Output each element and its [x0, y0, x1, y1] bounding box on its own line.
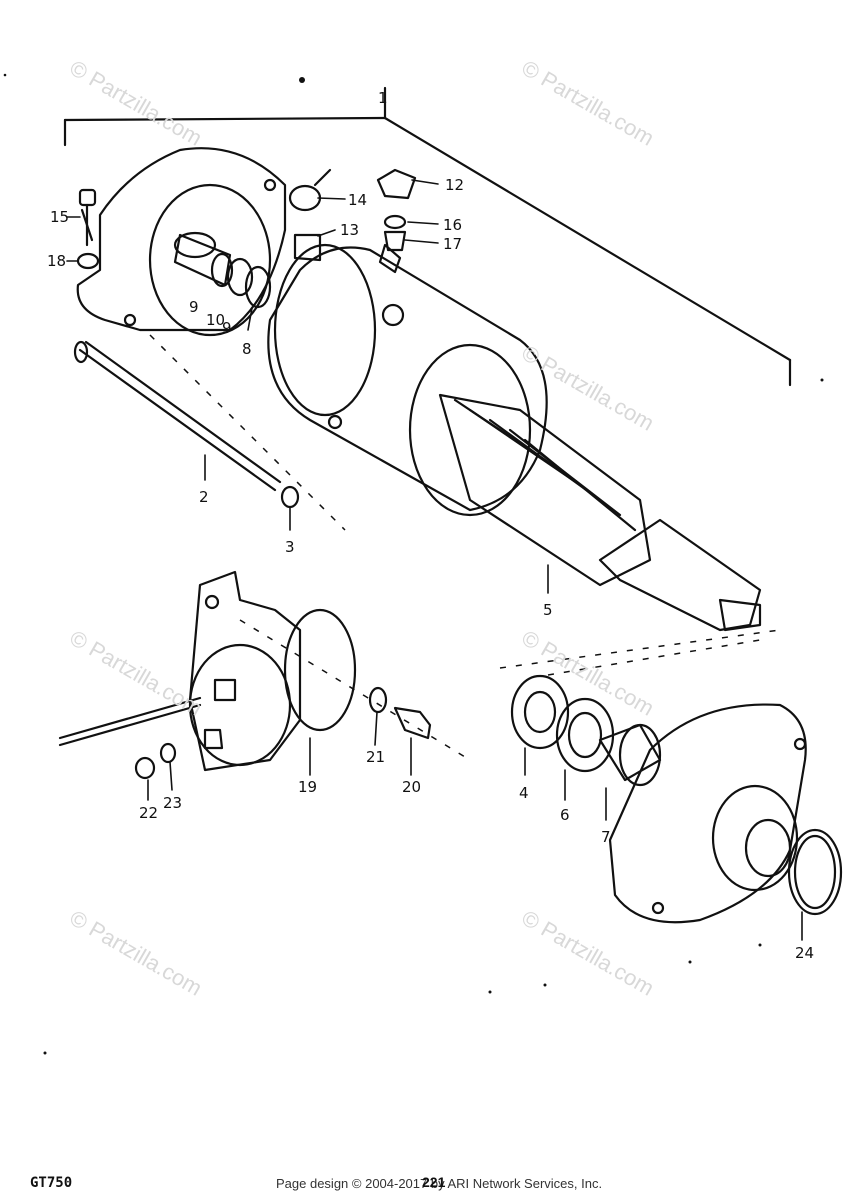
leader-lines — [66, 179, 803, 941]
callout-15: 15 — [50, 208, 69, 226]
callout-17: 17 — [443, 235, 462, 253]
spring-14 — [288, 168, 332, 212]
model-label: GT750 — [30, 1175, 73, 1191]
callout-20: 20 — [402, 778, 421, 796]
terminal-16-17 — [383, 214, 407, 252]
washer-23 — [159, 742, 177, 764]
page-number: 221 — [422, 1174, 446, 1190]
callout-9a: 9 — [222, 319, 232, 337]
callout-21: 21 — [366, 748, 385, 766]
shim-4 — [510, 674, 570, 750]
drive-end-cover — [608, 703, 807, 924]
washer-21 — [368, 686, 388, 714]
callout-3: 3 — [285, 538, 295, 556]
callout-6: 6 — [560, 806, 570, 824]
callout-13: 13 — [340, 221, 359, 239]
brush-12 — [376, 168, 417, 200]
callout-1: 1 — [378, 89, 388, 107]
washer-18 — [76, 252, 100, 270]
callout-19: 19 — [298, 778, 317, 796]
callout-22: 22 — [139, 804, 158, 822]
callout-12: 12 — [445, 176, 464, 194]
copyright-text: Page design © 2004-2017 by ARI Network S… — [276, 1176, 603, 1191]
end-cover-left — [76, 147, 287, 337]
callout-9b: 9 — [189, 298, 199, 316]
bolt-15 — [78, 188, 97, 247]
callout-16: 16 — [443, 216, 462, 234]
callout-2: 2 — [199, 488, 209, 506]
yoke-housing — [267, 233, 548, 517]
callout-18: 18 — [47, 252, 66, 270]
callout-5: 5 — [543, 601, 553, 619]
armature — [438, 393, 762, 632]
magnetic-switch-19 — [58, 570, 357, 772]
callout-7: 7 — [601, 828, 611, 846]
washers-8-11 — [210, 252, 272, 309]
stray-marks — [3, 73, 824, 1055]
o-ring-24 — [787, 828, 843, 916]
callout-23: 23 — [163, 794, 182, 812]
callout-8: 8 — [242, 340, 252, 358]
nut-22 — [134, 756, 156, 780]
bearing-6 — [555, 697, 615, 773]
bushing-7 — [598, 723, 662, 787]
callout-4: 4 — [519, 784, 529, 802]
callout-24: 24 — [795, 944, 814, 962]
washer-3 — [280, 485, 300, 509]
bolt-20 — [393, 706, 432, 740]
callout-14: 14 — [348, 191, 367, 209]
thru-bolt-2 — [73, 340, 282, 492]
callout-10: 10 — [206, 311, 225, 329]
assembly-bracket — [63, 86, 792, 387]
